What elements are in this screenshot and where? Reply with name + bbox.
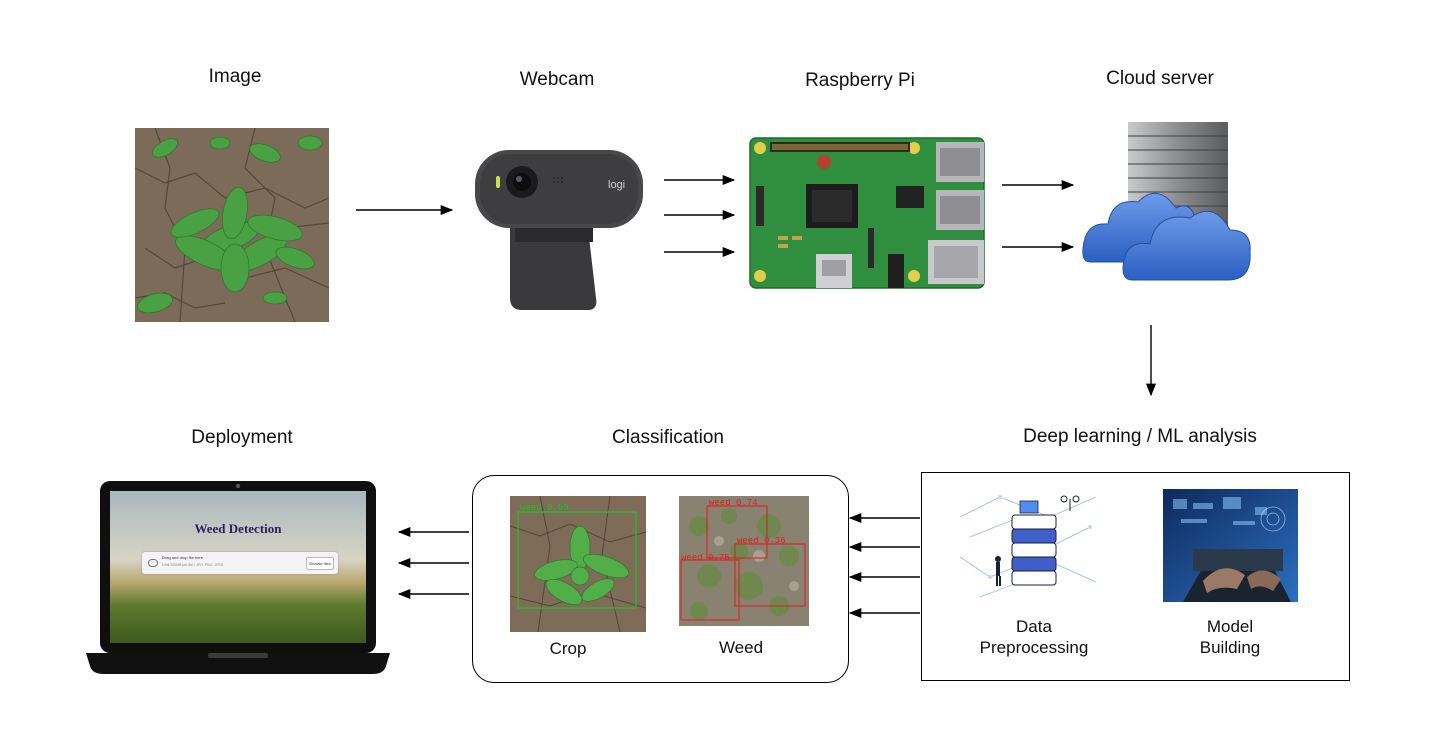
stage-label-deployment: Deployment — [191, 427, 293, 448]
field-image — [135, 128, 329, 322]
weed-label: Weed — [718, 638, 764, 657]
stage-label-webcam: Webcam — [519, 69, 595, 90]
classification-panel: weed 0.99 weed 0.74 weed 0.36 weed 0.75 … — [472, 475, 849, 683]
browse-files-button[interactable]: Browse files — [306, 557, 334, 570]
stage-label-dl-analysis: Deep learning / ML analysis — [1023, 426, 1257, 447]
dropzone-text: Drag and drop file here — [162, 555, 203, 560]
stage-label-cloud-server: Cloud server — [1106, 68, 1214, 89]
file-upload-dropzone[interactable]: Drag and drop file here Limit 200MB per … — [142, 552, 338, 574]
model-building-line-1: Model — [1206, 617, 1254, 636]
weed-detection-label-1: weed 0.74 — [709, 498, 758, 508]
model-building-line-2: Building — [1199, 638, 1261, 657]
webcam-icon: logi — [470, 148, 646, 313]
weed-detection-label-3: weed 0.75 — [681, 553, 730, 563]
data-preprocessing-line-2: Preprocessing — [979, 638, 1089, 657]
deployment-laptop: Weed Detection Drag and drop file here L… — [86, 480, 390, 676]
stage-label-classification: Classification — [612, 427, 724, 448]
dl-analysis-panel: Data Preprocessing Model Building — [921, 472, 1350, 681]
stage-label-image: Image — [208, 66, 262, 87]
upload-cloud-icon — [148, 559, 158, 567]
data-preprocessing-illustration — [960, 487, 1096, 607]
weed-sample-image: weed 0.74 weed 0.36 weed 0.75 — [679, 496, 809, 626]
deployment-app-title: Weed Detection — [194, 521, 282, 536]
weed-detection-label-2: weed 0.36 — [737, 536, 786, 546]
crop-sample-image: weed 0.99 — [510, 496, 646, 632]
raspberry-pi-icon — [748, 136, 986, 290]
data-preprocessing-line-1: Data — [1016, 617, 1052, 636]
webcam-brand-text: logi — [608, 179, 625, 191]
cloud-server-icon — [1080, 112, 1254, 290]
model-building-illustration — [1163, 489, 1298, 602]
stage-label-raspberry-pi: Raspberry Pi — [805, 70, 915, 91]
data-preprocessing-label: Data Preprocessing — [962, 616, 1106, 658]
crop-label: Crop — [549, 639, 587, 658]
dropzone-hint: Limit 200MB per file • JPG, PNG, JPEG — [162, 563, 224, 567]
model-building-label: Model Building — [1178, 616, 1282, 658]
crop-detection-label: weed 0.99 — [520, 503, 569, 513]
deployment-screen: Weed Detection Drag and drop file here L… — [110, 491, 366, 643]
